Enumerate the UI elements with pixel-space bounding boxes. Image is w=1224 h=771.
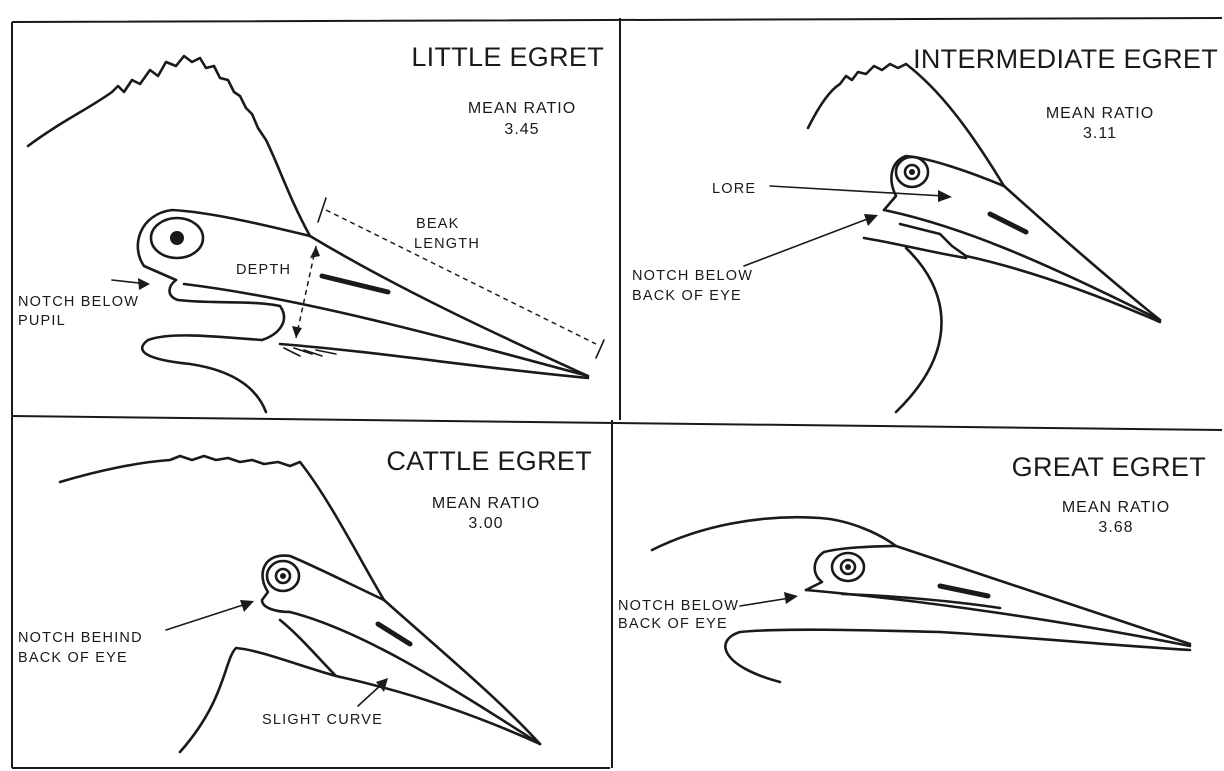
little-egret-title: LITTLE EGRET — [411, 42, 604, 72]
little-egret-depth-label: DEPTH — [236, 262, 291, 278]
cattle-egret-pupil — [280, 573, 286, 579]
little-egret-beak-label-2: LENGTH — [414, 236, 480, 252]
panel-great-egret: GREAT EGRET MEAN RATIO 3.68 NOTCH BELOW … — [618, 452, 1206, 682]
little-egret-notch-arrowhead — [138, 278, 150, 290]
outer-frame — [12, 18, 1222, 768]
little-egret-depth-arrow — [296, 246, 316, 338]
intermediate-egret-lower-bill — [966, 256, 1160, 322]
cattle-egret-curve-pointer — [358, 684, 382, 706]
great-egret-gape — [806, 590, 1190, 646]
great-egret-notch-pointer — [740, 598, 790, 606]
little-egret-ratio-label: MEAN RATIO — [468, 100, 576, 117]
cattle-egret-crest — [60, 456, 384, 600]
panel-little-egret: LITTLE EGRET MEAN RATIO 3.45 — [18, 42, 604, 412]
panel-cattle-egret: CATTLE EGRET MEAN RATIO 3.00 NOTCH BEHIN… — [18, 446, 592, 752]
cattle-egret-curve-label: SLIGHT CURVE — [262, 712, 383, 728]
horizontal-divider — [12, 416, 1222, 430]
great-egret-nostril — [940, 586, 988, 596]
cattle-egret-upper-bill — [384, 600, 540, 744]
intermediate-egret-ratio-label: MEAN RATIO — [1046, 105, 1154, 122]
intermediate-egret-ratio-value: 3.11 — [1083, 125, 1117, 142]
little-egret-gape — [184, 284, 588, 376]
great-egret-throat — [725, 630, 940, 682]
cattle-egret-notch-label-2: BACK OF EYE — [18, 650, 128, 666]
cattle-egret-ratio-label: MEAN RATIO — [432, 495, 540, 512]
cattle-egret-notch-label-1: NOTCH BEHIND — [18, 630, 143, 646]
great-egret-pupil — [845, 564, 851, 570]
intermediate-egret-title: INTERMEDIATE EGRET — [913, 44, 1218, 74]
intermediate-egret-nostril — [990, 214, 1026, 232]
great-egret-notch-arrowhead — [784, 592, 798, 604]
panel-grid — [12, 18, 1222, 768]
cattle-egret-title: CATTLE EGRET — [386, 446, 592, 476]
intermediate-egret-notch-label-1: NOTCH BELOW — [632, 268, 753, 284]
little-egret-beak-length-arrow — [326, 210, 596, 344]
great-egret-ratio-value: 3.68 — [1098, 519, 1133, 536]
intermediate-egret-pupil — [909, 169, 915, 175]
little-egret-beak-tick-end — [596, 340, 604, 358]
panel-intermediate-egret: INTERMEDIATE EGRET MEAN RATIO 3.11 LORE … — [632, 44, 1218, 412]
great-egret-upper-bill — [896, 546, 1190, 644]
cattle-egret-throat — [180, 620, 336, 752]
great-egret-crown — [652, 517, 896, 550]
intermediate-egret-upper-bill — [1004, 186, 1160, 320]
cattle-egret-notch-arrowhead — [240, 600, 254, 612]
intermediate-egret-notch-arrowhead — [864, 214, 878, 226]
cattle-egret-ratio-value: 3.00 — [468, 515, 503, 532]
little-egret-nostril — [322, 276, 388, 292]
little-egret-beak-tick-start — [318, 198, 326, 222]
little-egret-notch-label-1: NOTCH BELOW — [18, 294, 139, 310]
intermediate-egret-lore-arrowhead — [938, 190, 952, 202]
little-egret-throat — [142, 335, 266, 412]
cattle-egret-lower-bill — [336, 676, 540, 744]
cattle-egret-nostril — [378, 624, 410, 644]
intermediate-egret-lore-pointer — [770, 186, 944, 196]
great-egret-lower-bill — [940, 632, 1190, 650]
intermediate-egret-notch-pointer — [744, 218, 870, 266]
little-egret-beak-label-1: BEAK — [416, 216, 460, 232]
great-egret-notch-label-2: BACK OF EYE — [618, 616, 728, 632]
intermediate-egret-neck — [896, 248, 942, 412]
intermediate-egret-lore-label: LORE — [712, 181, 756, 197]
little-egret-crest — [28, 56, 310, 236]
great-egret-ratio-label: MEAN RATIO — [1062, 499, 1170, 516]
great-egret-notch-label-1: NOTCH BELOW — [618, 598, 739, 614]
little-egret-lower-bill — [280, 344, 588, 378]
great-egret-title: GREAT EGRET — [1012, 452, 1206, 482]
little-egret-ratio-value: 3.45 — [504, 121, 539, 138]
intermediate-egret-notch-label-2: BACK OF EYE — [632, 288, 742, 304]
cattle-egret-notch-pointer — [166, 604, 246, 630]
little-egret-upper-bill — [310, 236, 588, 376]
little-egret-notch-label-2: PUPIL — [18, 313, 66, 329]
little-egret-pupil — [170, 231, 184, 245]
